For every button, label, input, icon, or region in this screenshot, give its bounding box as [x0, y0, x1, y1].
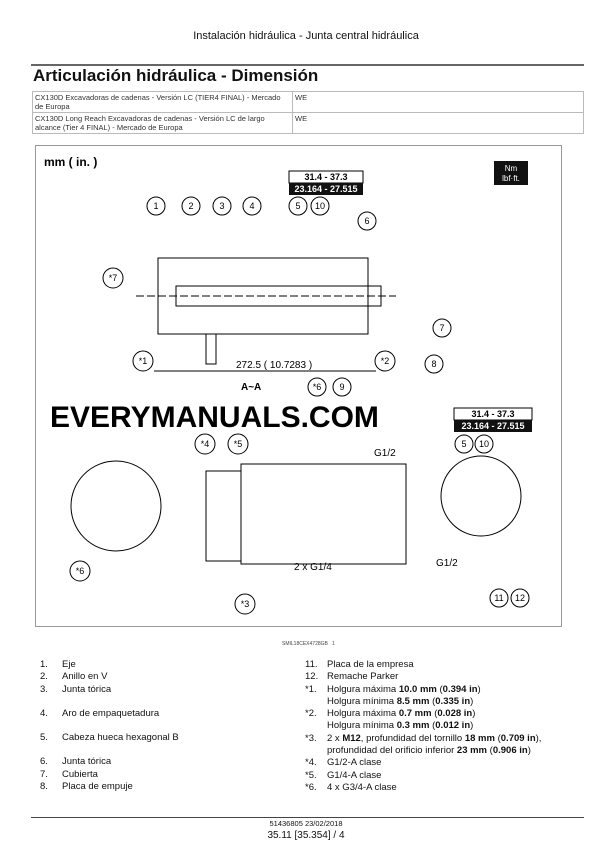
footer-rule [31, 817, 584, 818]
svg-text:*3: *3 [241, 599, 250, 609]
torque-lbf-2: 23.164 - 27.515 [461, 421, 524, 431]
svg-text:1: 1 [153, 201, 158, 211]
torque-nm-2: 31.4 - 37.3 [471, 409, 514, 419]
watermark: EVERYMANUALS.COM [50, 401, 379, 434]
list-item: 8.Placa de empuje [40, 781, 133, 793]
callout: 4 [242, 196, 262, 216]
list-item: *2.Holgura máxima 0.7 mm (0.028 in)Holgu… [305, 708, 476, 732]
torque-nm: 31.4 - 37.3 [304, 172, 347, 182]
model-region: WE [292, 112, 584, 134]
callout: 2 [181, 196, 201, 216]
list-item: 1.Eje [40, 659, 76, 670]
svg-text:*6: *6 [76, 566, 85, 576]
callout: 10 [474, 434, 494, 454]
svg-text:7: 7 [439, 323, 444, 333]
svg-text:5: 5 [295, 201, 300, 211]
section-label: A~A [241, 382, 261, 393]
model-desc: CX130D Long Reach Excavadoras de cadenas… [32, 112, 293, 134]
page-title: Articulación hidráulica - Dimensión [33, 66, 319, 85]
svg-text:2: 2 [188, 201, 193, 211]
torque-unit-nm: Nm [505, 164, 518, 173]
list-item: *1.Holgura máxima 10.0 mm (0.394 in)Holg… [305, 683, 481, 707]
callout: 8 [424, 354, 444, 374]
callout: *5 [227, 433, 249, 455]
svg-text:9: 9 [339, 382, 344, 392]
torque-lbf: 23.164 - 27.515 [294, 184, 357, 194]
list-item: 7.Cubierta [40, 768, 98, 780]
running-header: Instalación hidráulica - Junta central h… [193, 30, 419, 42]
list-item: 12.Remache Parker [305, 671, 399, 683]
callout: *6 [307, 377, 327, 397]
port-g12-label-2: G1/2 [436, 558, 458, 569]
page-number: 35.11 [35.354] / 4 [267, 830, 345, 841]
svg-text:4: 4 [249, 201, 254, 211]
svg-text:*5: *5 [234, 439, 243, 449]
callout: 5 [454, 434, 474, 454]
list-item: *5.G1/4-A clase [305, 769, 382, 781]
technical-drawing: mm ( in. ) Nm lbf·ft. 31.4 - 37.3 23.164… [35, 145, 562, 627]
figure-code: SMIL18CEX4728GB [282, 641, 328, 647]
svg-text:11: 11 [494, 593, 503, 603]
list-item: 5.Cabeza hueca hexagonal B [40, 732, 179, 744]
callout: *6 [69, 560, 91, 582]
svg-text:6: 6 [364, 216, 369, 226]
list-item: *3.2 x M12, profundidad del tornillo 18 … [305, 732, 542, 757]
joint-cross-section [136, 257, 396, 372]
svg-text:*2: *2 [381, 356, 390, 366]
title-rule [31, 64, 584, 66]
model-desc: CX130D Excavadoras de cadenas - Versión … [32, 91, 293, 113]
svg-text:*6: *6 [313, 382, 322, 392]
torque-unit-lbf: lbf·ft. [502, 174, 520, 183]
callout: 1 [146, 196, 166, 216]
callout: 6 [357, 211, 377, 231]
legend-right: 11.Placa de la empresa 12.Remache Parker… [305, 659, 541, 794]
callout: *7 [102, 267, 124, 289]
model-region: WE [292, 91, 584, 113]
callout: *4 [194, 433, 216, 455]
figure-number: 1 [332, 641, 335, 647]
callout: 10 [310, 196, 330, 216]
callout: 7 [432, 318, 452, 338]
list-item: 3.Junta tórica [40, 683, 112, 695]
units-label: mm ( in. ) [44, 155, 97, 169]
svg-text:12: 12 [515, 593, 525, 603]
svg-text:*4: *4 [201, 439, 210, 449]
svg-text:*1: *1 [139, 356, 148, 366]
callout: 5 [288, 196, 308, 216]
joint-side-view [70, 455, 522, 565]
figure-caption: SMIL18CEX4728GB 1 [282, 641, 335, 647]
callout: 3 [212, 196, 232, 216]
callout: 9 [332, 377, 352, 397]
callout: *2 [374, 350, 396, 372]
callouts: 1 2 3 4 5 10 6 *7 7 8 *1 *6 9 *2 *4 *5 *… [69, 196, 530, 615]
legend-left: 1.Eje 2.Anillo en V 3.Junta tórica 4.Aro… [40, 659, 179, 793]
callout: 11 [489, 588, 509, 608]
list-item: *4.G1/2-A clase [305, 757, 382, 769]
doc-id: 51436805 23/02/2018 [269, 819, 343, 828]
list-item: 6.Junta tórica [40, 756, 112, 768]
list-item: 2.Anillo en V [40, 671, 108, 683]
list-item: *6.4 x G3/4-A clase [305, 781, 397, 793]
table-row: CX130D Excavadoras de cadenas - Versión … [32, 91, 584, 113]
svg-text:*7: *7 [109, 273, 118, 283]
list-item: 4.Aro de empaquetadura [40, 707, 160, 719]
callout: *1 [132, 350, 154, 372]
port-g14-label: 2 x G1/4 [294, 562, 332, 573]
list-item: 11.Placa de la empresa [305, 659, 414, 670]
svg-text:10: 10 [479, 439, 489, 449]
callout: *3 [234, 593, 256, 615]
svg-text:5: 5 [461, 439, 466, 449]
callout: 12 [510, 588, 530, 608]
svg-text:3: 3 [219, 201, 224, 211]
table-row: CX130D Long Reach Excavadoras de cadenas… [32, 112, 584, 134]
svg-text:8: 8 [431, 359, 436, 369]
port-g12-label: G1/2 [374, 448, 396, 459]
dimension-label: 272.5 ( 10.7283 ) [236, 360, 312, 371]
svg-text:10: 10 [315, 201, 325, 211]
model-table: CX130D Excavadoras de cadenas - Versión … [32, 91, 584, 134]
